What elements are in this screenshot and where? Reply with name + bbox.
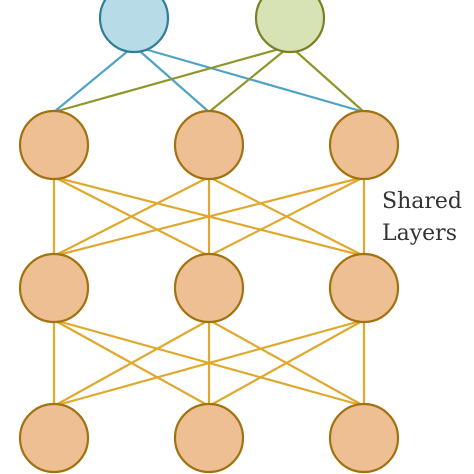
shared-layer-1-node <box>173 109 245 181</box>
shared-edge <box>208 319 365 407</box>
task-a-head-edge <box>53 45 135 113</box>
task-b-head-node <box>254 0 326 54</box>
shared-edge <box>53 319 210 407</box>
shared-layer-3-node <box>173 402 245 474</box>
task-b-head-edge <box>289 45 365 113</box>
shared-edge <box>53 318 365 408</box>
shared-layers-caption-line-1: Shared <box>382 189 462 214</box>
connections <box>52 44 366 408</box>
shared-layer-3-node <box>328 402 400 474</box>
task-a-head-node <box>98 0 170 54</box>
task-b-head-edge <box>53 44 291 114</box>
shared-edge <box>208 176 365 257</box>
shared-layer-2-node <box>173 252 245 324</box>
nodes <box>18 0 400 474</box>
shared-layer-2-node <box>18 252 90 324</box>
shared-layer-1-node <box>328 109 400 181</box>
shared-layer-2-node <box>328 252 400 324</box>
shared-layer-3-node <box>18 402 90 474</box>
shared-layers-caption-line-2: Layers <box>382 221 457 246</box>
shared-layer-1-node <box>18 109 90 181</box>
shared-edge <box>53 175 365 258</box>
shared-edge <box>53 176 210 257</box>
task-b-head-edge <box>208 45 291 113</box>
